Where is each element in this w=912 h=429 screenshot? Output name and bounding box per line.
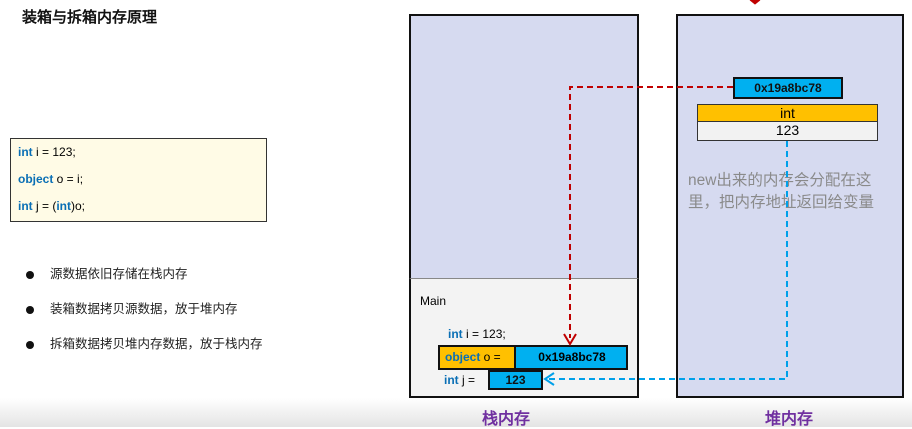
boxing-reference-arrow bbox=[569, 86, 733, 338]
stack-var-j-label: int j = bbox=[444, 373, 476, 387]
stack-label: 栈内存 bbox=[482, 411, 531, 428]
heap-value: 123 bbox=[697, 122, 878, 141]
heap-label: 堆内存 bbox=[765, 411, 814, 428]
bullet-item: 源数据依旧存储在栈内存 bbox=[26, 263, 188, 282]
code-line-1: int i = 123; bbox=[18, 145, 76, 159]
frame-name: Main bbox=[420, 294, 447, 308]
red-marker-icon bbox=[749, 0, 761, 5]
stack-var-i: int i = 123; bbox=[448, 327, 506, 341]
stack-o-reference: 0x19a8bc78 bbox=[538, 350, 606, 364]
code-box: int i = 123; object o = i; int j = (int)… bbox=[10, 138, 267, 222]
code-line-2: object o = i; bbox=[18, 172, 84, 186]
bullet-item: 拆箱数据拷贝堆内存数据，放于栈内存 bbox=[26, 333, 263, 352]
bottom-band bbox=[0, 398, 912, 427]
heap-note: new出来的内存会分配在这里，把内存地址返回给变量 bbox=[688, 172, 875, 211]
stack-var-o: object o = 0x19a8bc78 bbox=[438, 345, 628, 370]
stack-j-value: 123 bbox=[488, 370, 543, 390]
arrowhead-left-icon bbox=[543, 372, 555, 386]
heap-address: 0x19a8bc78 bbox=[733, 77, 843, 99]
bullet-item: 装箱数据拷贝源数据，放于堆内存 bbox=[26, 298, 238, 317]
arrowhead-down-icon bbox=[563, 333, 577, 346]
unboxing-copy-arrow bbox=[548, 141, 788, 380]
slide-title: 装箱与拆箱内存原理 bbox=[22, 9, 158, 26]
code-line-3: int j = (int)o; bbox=[18, 199, 86, 213]
heap-type: int bbox=[697, 104, 878, 122]
